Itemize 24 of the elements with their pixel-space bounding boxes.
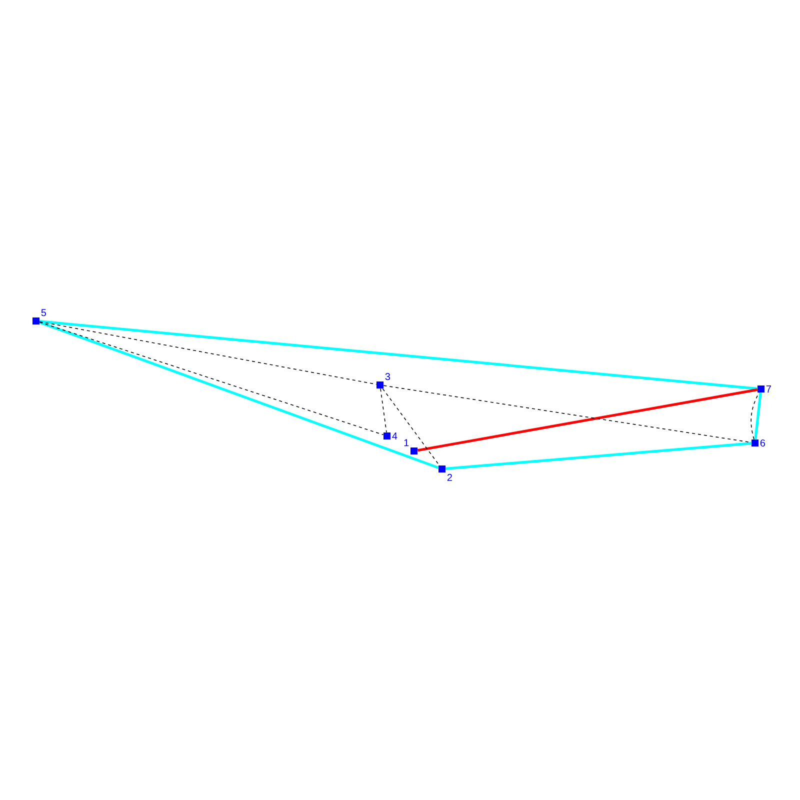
line xyxy=(39,321,439,469)
point-marker xyxy=(410,448,418,454)
point-label: 6 xyxy=(760,439,766,447)
point-marker xyxy=(384,432,390,440)
line xyxy=(382,388,440,466)
point-marker xyxy=(752,440,758,446)
line xyxy=(754,392,762,440)
point-label: 7 xyxy=(766,386,771,392)
line xyxy=(446,442,752,470)
line xyxy=(39,321,377,385)
line xyxy=(380,388,387,433)
point-marker xyxy=(438,466,446,472)
line xyxy=(750,392,760,440)
point-marker xyxy=(32,318,40,324)
line xyxy=(40,320,758,390)
point-label: 3 xyxy=(385,373,390,380)
point-label: 5 xyxy=(41,309,46,316)
point-marker xyxy=(376,382,384,388)
line xyxy=(417,388,758,452)
point-label: 2 xyxy=(447,474,452,481)
line xyxy=(39,322,384,436)
point-label: 1 xyxy=(404,439,409,446)
point-marker xyxy=(758,386,764,392)
point-label: 4 xyxy=(392,432,398,440)
